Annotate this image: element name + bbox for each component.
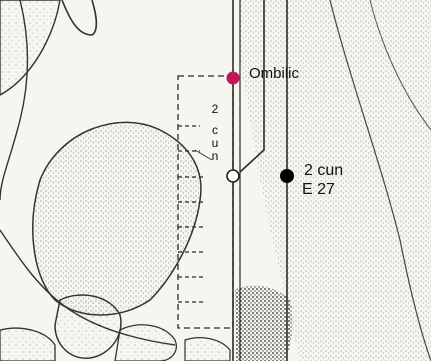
vertical-measure-number: 2 [209,103,221,116]
acupoint-marker [280,169,294,183]
point-code-label: E 27 [302,181,335,199]
vertical-measure-letter-n: n [209,150,221,163]
point-distance-label: 2 cun [304,162,343,180]
midline-point-marker [227,170,239,182]
navel-marker [227,72,240,85]
navel-label: Ombilic [249,65,299,82]
pubic-region [235,286,292,361]
